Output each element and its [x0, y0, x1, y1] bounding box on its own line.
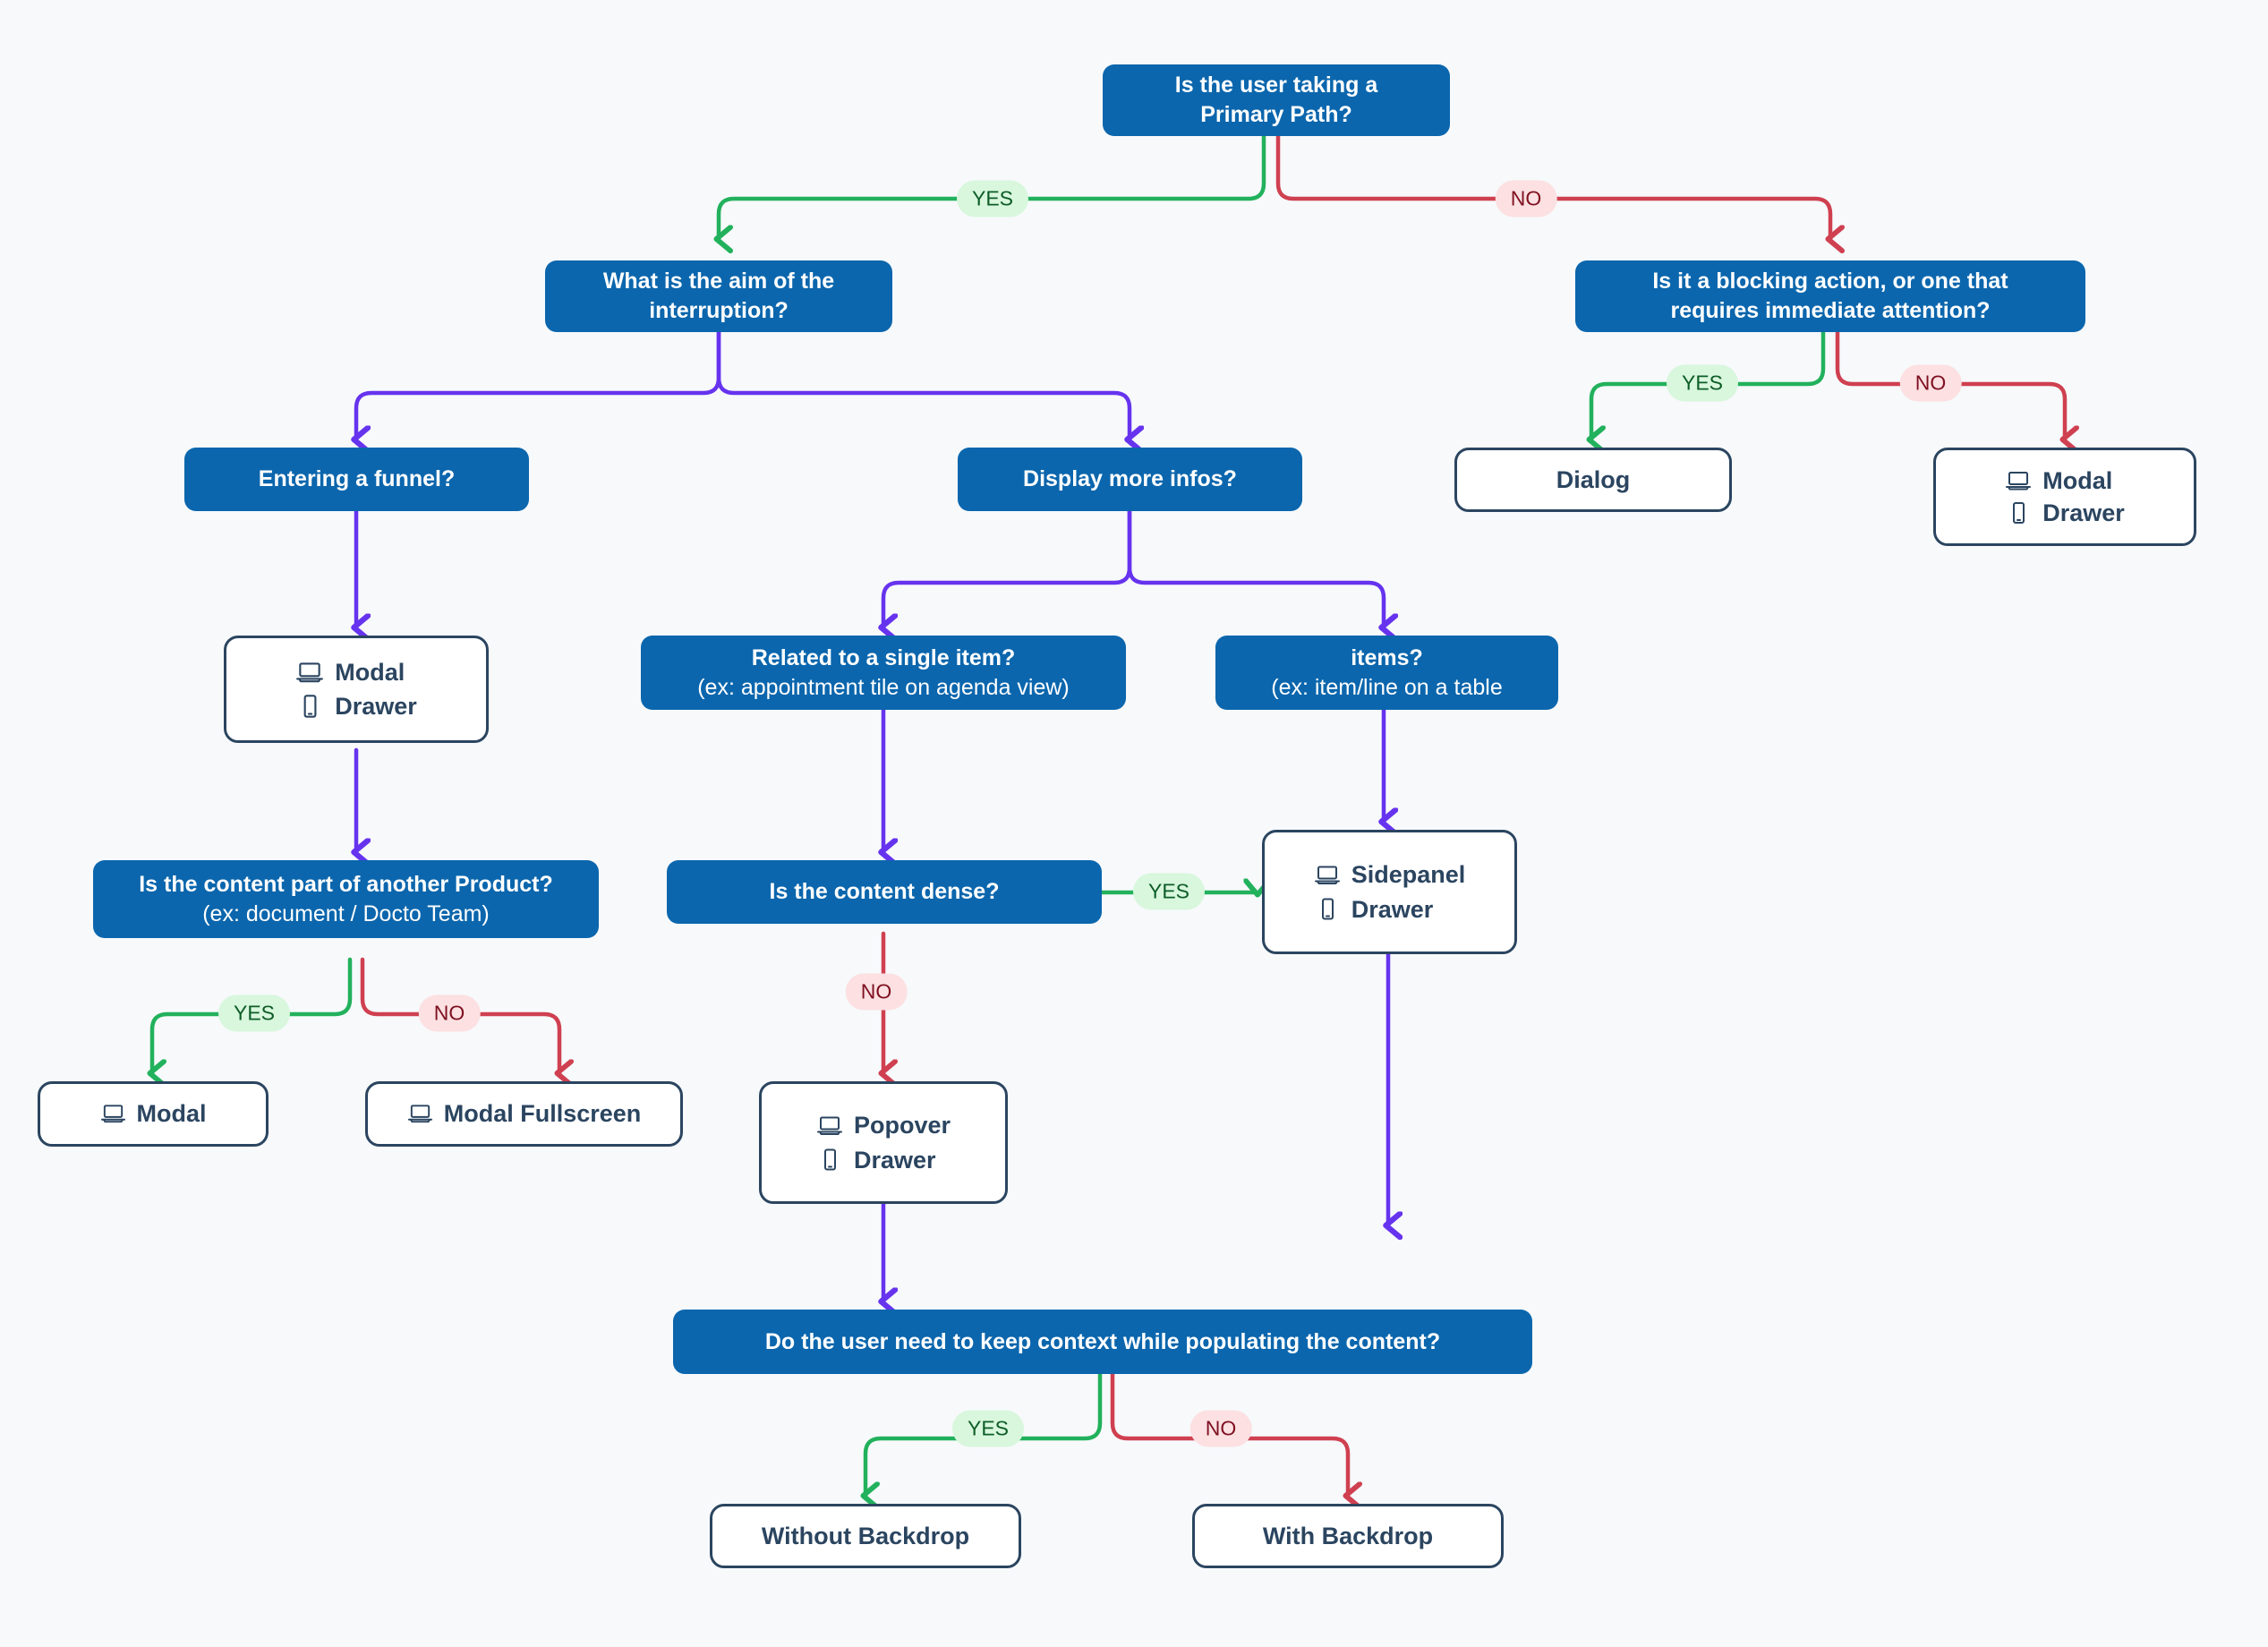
outcome-node-modal-drawer-right[interactable]: Modal Drawer — [1933, 448, 2196, 546]
outcome-row-desktop: Modal — [100, 1099, 207, 1128]
outcome-row-desktop: Sidepanel — [1314, 860, 1466, 889]
smartphone-icon — [816, 1148, 843, 1172]
edge-label-context-yes: YES — [951, 1410, 1025, 1447]
smartphone-icon — [1314, 897, 1341, 921]
decision-node-related-single-item[interactable]: Related to a single item? (ex: appointme… — [641, 636, 1126, 710]
node-text-line2: (ex: appointment tile on agenda view) — [697, 674, 1070, 700]
edge-display-single — [883, 508, 1132, 627]
edge-label-blocking-yes: YES — [1666, 364, 1739, 402]
outcome-node-with-backdrop[interactable]: With Backdrop — [1192, 1504, 1504, 1568]
edge-label-dense-yes: YES — [1132, 873, 1206, 910]
decision-node-another-product[interactable]: Is the content part of another Product? … — [93, 860, 599, 938]
laptop-icon — [816, 1114, 843, 1137]
decision-node-keep-context[interactable]: Do the user need to keep context while p… — [673, 1310, 1532, 1374]
outcome-label: Modal — [136, 1100, 207, 1128]
outcome-node-dialog[interactable]: Dialog — [1454, 448, 1732, 512]
outcome-row-desktop: Popover — [816, 1111, 951, 1139]
decision-node-display-more-infos[interactable]: Display more infos? — [958, 448, 1302, 511]
decision-node-items[interactable]: items? (ex: item/line on a table — [1215, 636, 1558, 710]
outcome-row-mobile: Drawer — [1314, 895, 1434, 924]
edge-label-product-yes: YES — [217, 994, 291, 1032]
node-text-line2: Primary Path? — [1200, 102, 1352, 127]
outcome-row: Without Backdrop — [762, 1522, 969, 1550]
smartphone-icon — [295, 694, 324, 719]
outcome-label: Without Backdrop — [761, 1522, 970, 1549]
outcome-label-mobile: Drawer — [1351, 895, 1434, 923]
laptop-icon — [407, 1103, 433, 1124]
edge-label-blocking-no: NO — [1899, 364, 1962, 402]
edge-display-items — [1127, 508, 1384, 627]
laptop-icon — [2005, 470, 2032, 491]
outcome-label-mobile: Drawer — [2042, 499, 2125, 526]
edge-root-no — [1275, 133, 1830, 239]
node-text-line1: Is the content part of another Product? — [139, 871, 553, 897]
outcome-row: Dialog — [1556, 465, 1631, 494]
edge-label-root-no: NO — [1495, 180, 1557, 218]
laptop-icon — [1314, 864, 1341, 886]
outcome-label-desktop: Popover — [853, 1112, 951, 1139]
outcome-label: Dialog — [1556, 465, 1631, 493]
outcome-row-desktop: Modal — [2005, 466, 2112, 495]
node-text-line1: Do the user need to keep context while p… — [764, 1328, 1441, 1354]
edge-label-product-no: NO — [418, 994, 481, 1032]
node-text-line1: Display more infos? — [1023, 466, 1237, 491]
outcome-node-modal[interactable]: Modal — [38, 1081, 269, 1147]
edge-label-dense-no: NO — [845, 973, 908, 1011]
decision-node-root[interactable]: Is the user taking a Primary Path? — [1103, 64, 1450, 136]
outcome-label-mobile: Drawer — [335, 693, 417, 720]
smartphone-icon — [2005, 501, 2032, 525]
outcome-row: With Backdrop — [1263, 1522, 1433, 1550]
laptop-icon — [295, 661, 324, 684]
outcome-node-popover-drawer[interactable]: Popover Drawer — [759, 1081, 1008, 1204]
node-text-line2: requires immediate attention? — [1670, 298, 1991, 323]
decision-node-aim[interactable]: What is the aim of the interruption? — [545, 260, 892, 332]
outcome-label: With Backdrop — [1262, 1522, 1434, 1549]
node-text-line1: Is it a blocking action, or one that — [1652, 269, 2008, 294]
outcome-node-sidepanel-drawer[interactable]: Sidepanel Drawer — [1262, 830, 1517, 954]
edge-label-context-no: NO — [1189, 1410, 1252, 1447]
node-text-line1: items? — [1351, 644, 1423, 670]
decision-node-entering-funnel[interactable]: Entering a funnel? — [184, 448, 529, 511]
outcome-row-desktop: Modal — [295, 658, 405, 687]
outcome-row-mobile: Drawer — [295, 692, 417, 721]
outcome-label: Modal Fullscreen — [443, 1100, 642, 1128]
edge-aim-display — [716, 329, 1130, 439]
node-text-line1: What is the aim of the — [602, 269, 835, 294]
outcome-row-mobile: Drawer — [2005, 499, 2125, 527]
node-text-line1: Is the content dense? — [769, 879, 1000, 904]
outcome-node-without-backdrop[interactable]: Without Backdrop — [710, 1504, 1021, 1568]
node-text-line2: (ex: document / Docto Team) — [202, 900, 490, 926]
decision-node-blocking-action[interactable]: Is it a blocking action, or one that req… — [1575, 260, 2085, 332]
outcome-label-desktop: Sidepanel — [1351, 861, 1466, 889]
outcome-label-mobile: Drawer — [853, 1146, 936, 1173]
outcome-node-modal-drawer-left[interactable]: Modal Drawer — [224, 636, 489, 743]
outcome-node-modal-fullscreen[interactable]: Modal Fullscreen — [365, 1081, 683, 1147]
outcome-row-desktop: Modal Fullscreen — [407, 1099, 642, 1128]
decision-node-content-dense[interactable]: Is the content dense? — [667, 860, 1102, 924]
edge-label-root-yes: YES — [956, 180, 1029, 218]
outcome-row-mobile: Drawer — [816, 1146, 936, 1174]
laptop-icon — [100, 1103, 126, 1124]
node-text-line2: (ex: item/line on a table — [1271, 674, 1503, 700]
node-text-line2: interruption? — [649, 298, 789, 323]
edge-aim-funnel — [356, 329, 721, 439]
node-text-line1: Is the user taking a — [1174, 73, 1378, 98]
outcome-label-desktop: Modal — [2042, 466, 2113, 494]
node-text-line1: Related to a single item? — [751, 644, 1016, 670]
node-text-line1: Entering a funnel? — [258, 466, 456, 491]
outcome-label-desktop: Modal — [335, 658, 405, 686]
